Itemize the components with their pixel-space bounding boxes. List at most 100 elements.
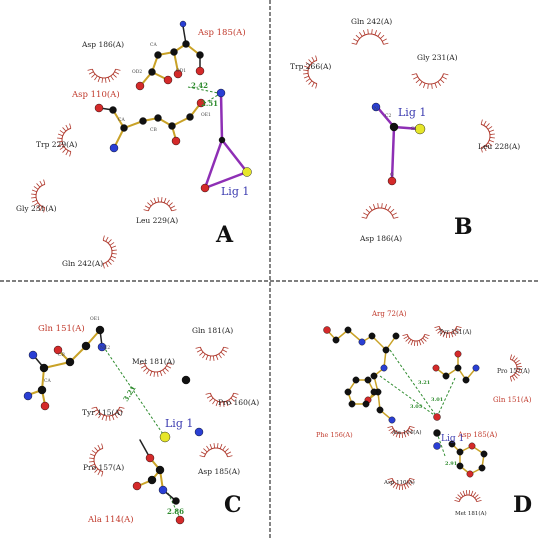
hydrophobic-tick — [442, 76, 447, 80]
atom-c — [344, 388, 352, 396]
hydrophobic-tick — [111, 245, 117, 249]
hydrophobic-tick — [31, 189, 37, 193]
atom-c — [348, 400, 356, 408]
residue-label: Leu 228(A) — [478, 142, 520, 151]
hydrophobic-tick — [95, 411, 100, 416]
residue-label: Pro 160(A) — [218, 398, 259, 407]
hydrophobic-tick — [420, 339, 425, 344]
atom-n — [472, 364, 480, 372]
hydrophobic-tick — [372, 204, 376, 210]
hydrophobic-tick — [57, 133, 63, 137]
hydrophobic-tick — [89, 453, 95, 457]
hydrophobic-tick — [516, 365, 522, 368]
bond — [390, 125, 396, 182]
hydrophobic-tick — [33, 186, 39, 190]
panel-a-label: A — [215, 222, 234, 248]
atom-o — [175, 515, 185, 525]
hydrophobic-tick — [483, 146, 487, 152]
atom-c — [109, 106, 117, 114]
hydrophobic-tick — [97, 470, 101, 476]
hydrophobic-tick — [434, 82, 438, 88]
residue-label: Met 181(A) — [132, 357, 175, 366]
atom-c — [172, 497, 180, 505]
atom-o — [94, 103, 104, 113]
hydrophobic-tick — [387, 425, 393, 429]
atom-c — [120, 124, 128, 132]
hydrophobic-tick — [91, 406, 97, 409]
atom-c — [480, 450, 488, 458]
hydrophobic-tick — [437, 329, 442, 334]
atom-n — [433, 442, 441, 450]
hydrophobic-tick — [487, 126, 493, 130]
hydrophobic-tick — [476, 499, 482, 503]
atom-o — [433, 413, 441, 421]
hydrophobic-tick — [516, 370, 522, 374]
atom-o — [53, 345, 63, 355]
residue-label: Trp 229(A) — [36, 140, 77, 149]
hydrophobic-tick — [395, 484, 399, 490]
hydrophobic-tick — [475, 496, 481, 501]
hydrophobic-tick — [222, 349, 228, 353]
atom-c — [462, 376, 470, 384]
hydrophobic-tick — [411, 73, 417, 76]
residue-label: Met 181(A) — [455, 510, 487, 517]
hydrophobic-tick — [439, 331, 444, 336]
atom-label: CA — [150, 42, 157, 48]
hydrophobic-tick — [431, 83, 433, 89]
atom-n — [158, 485, 168, 495]
hydrophobic-tick — [39, 180, 43, 186]
hydrophobic-tick — [450, 332, 454, 338]
atom-label: CA — [118, 117, 125, 123]
hydrophobic-tick — [355, 34, 360, 39]
hydrophobic-tick — [101, 415, 105, 421]
hydrophobic-arc — [93, 447, 104, 473]
hydrophobic-tick — [422, 337, 427, 342]
panel-b: B Gln 242(A) Trp 266(A) Gly 231(A) Leu 2… — [290, 17, 520, 243]
atom-o — [468, 442, 476, 450]
atom-c — [139, 117, 147, 125]
residue-label: Asp 185(A) — [197, 467, 240, 476]
hydrophobic-tick — [223, 346, 229, 349]
hydrophobic-tick — [424, 333, 430, 337]
hydrophobic-tick — [303, 73, 309, 75]
hydrophobic-tick — [516, 368, 522, 371]
hydrophobic-tick — [371, 29, 373, 35]
hydrophobic-tick — [311, 56, 315, 62]
hydrophobic-tick — [390, 208, 395, 213]
hydrophobic-tick — [390, 429, 395, 434]
distance-label: 2.86 — [167, 507, 184, 516]
hydrophobic-tick — [359, 32, 363, 37]
residue-label: Tyr 115(A) — [82, 408, 123, 417]
hydrophobic-tick — [105, 262, 109, 268]
atom-c — [37, 385, 47, 395]
hydrophobic-tick — [377, 32, 381, 37]
hydrophobic-arc — [102, 239, 113, 265]
hydrophobic-tick — [452, 331, 457, 336]
atom-o — [323, 326, 331, 334]
hydrophobic-tick — [225, 401, 229, 407]
atom-c — [352, 376, 360, 384]
hydrophobic-tick — [403, 432, 407, 438]
hydrophobic-tick — [419, 81, 423, 86]
hydrophobic-tick — [305, 78, 311, 82]
atom-c — [154, 51, 162, 59]
hydrophobic-tick — [403, 484, 407, 490]
distance-label: 2.42 — [191, 81, 208, 90]
atom-c — [433, 429, 441, 437]
hydrophobic-tick — [427, 83, 429, 89]
panel-d-label: D — [513, 492, 532, 518]
atom-n — [109, 143, 119, 153]
residue-label: Pro 157(A) — [497, 368, 530, 375]
residue-label: Asp 185(A) — [457, 431, 498, 439]
atom-c — [65, 357, 75, 367]
panel-a: A Asp 185(A) Asp 110(A) Asp 186(A) Trp 2… — [16, 27, 249, 268]
bond — [203, 170, 249, 190]
hydrophobic-tick — [227, 455, 233, 458]
hbond-line — [187, 86, 219, 94]
hydrophobic-tick — [233, 392, 239, 395]
hydrophobic-arc — [35, 183, 46, 209]
hydrophobic-tick — [392, 483, 397, 488]
hydrophobic-tick — [59, 146, 65, 150]
hydrophobic-tick — [470, 490, 474, 496]
atom-c — [196, 51, 204, 59]
